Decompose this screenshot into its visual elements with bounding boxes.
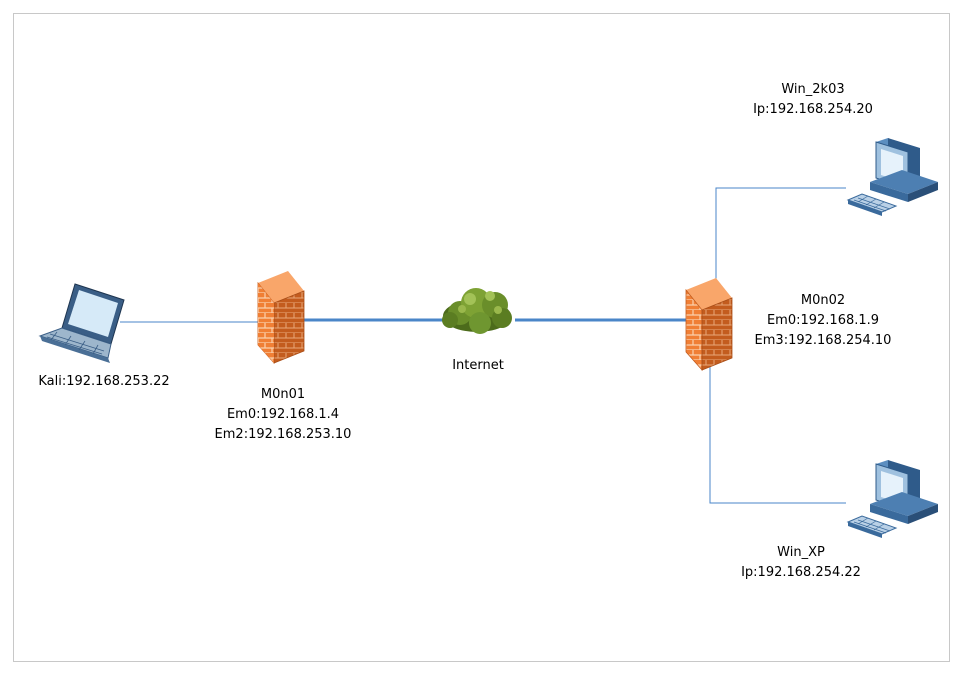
m0n02-name: M0n02 <box>800 293 846 308</box>
firewall-icon <box>685 278 733 372</box>
m0n01-label: M0n01 Em0:192.168.1.4 Em2:192.168.253.10 <box>203 385 363 445</box>
desktop-computer-icon <box>846 460 938 538</box>
cloud-icon <box>442 288 512 334</box>
laptop-icon <box>38 283 125 363</box>
win2k03-ip: Ip:192.168.254.20 <box>753 102 873 117</box>
diagram-frame <box>13 13 950 662</box>
winxp-label: Win_XP Ip:192.168.254.22 <box>728 543 874 583</box>
internet-name: Internet <box>452 358 504 373</box>
win2k03-name: Win_2k03 <box>781 82 845 97</box>
m0n02-em3: Em3:192.168.254.10 <box>754 333 892 348</box>
firewall-icon <box>257 271 305 365</box>
m0n02-em0: Em0:192.168.1.9 <box>766 313 880 328</box>
kali-ip: Kali:192.168.253.22 <box>38 374 170 389</box>
kali-label: Kali:192.168.253.22 <box>28 372 180 392</box>
win2k03-label: Win_2k03 Ip:192.168.254.20 <box>740 80 886 120</box>
m0n01-em2: Em2:192.168.253.10 <box>214 427 352 442</box>
m0n02-label: M0n02 Em0:192.168.1.9 Em3:192.168.254.10 <box>742 291 904 351</box>
m0n01-name: M0n01 <box>260 387 306 402</box>
m0n01-em0: Em0:192.168.1.4 <box>226 407 340 422</box>
link-m0n02-winxp <box>709 362 846 504</box>
links <box>120 187 846 504</box>
internet-label: Internet <box>438 356 518 376</box>
desktop-computer-icon <box>846 138 938 216</box>
link-m0n02-win2k03 <box>715 187 846 288</box>
winxp-ip: Ip:192.168.254.22 <box>741 565 861 580</box>
winxp-name: Win_XP <box>777 545 825 560</box>
